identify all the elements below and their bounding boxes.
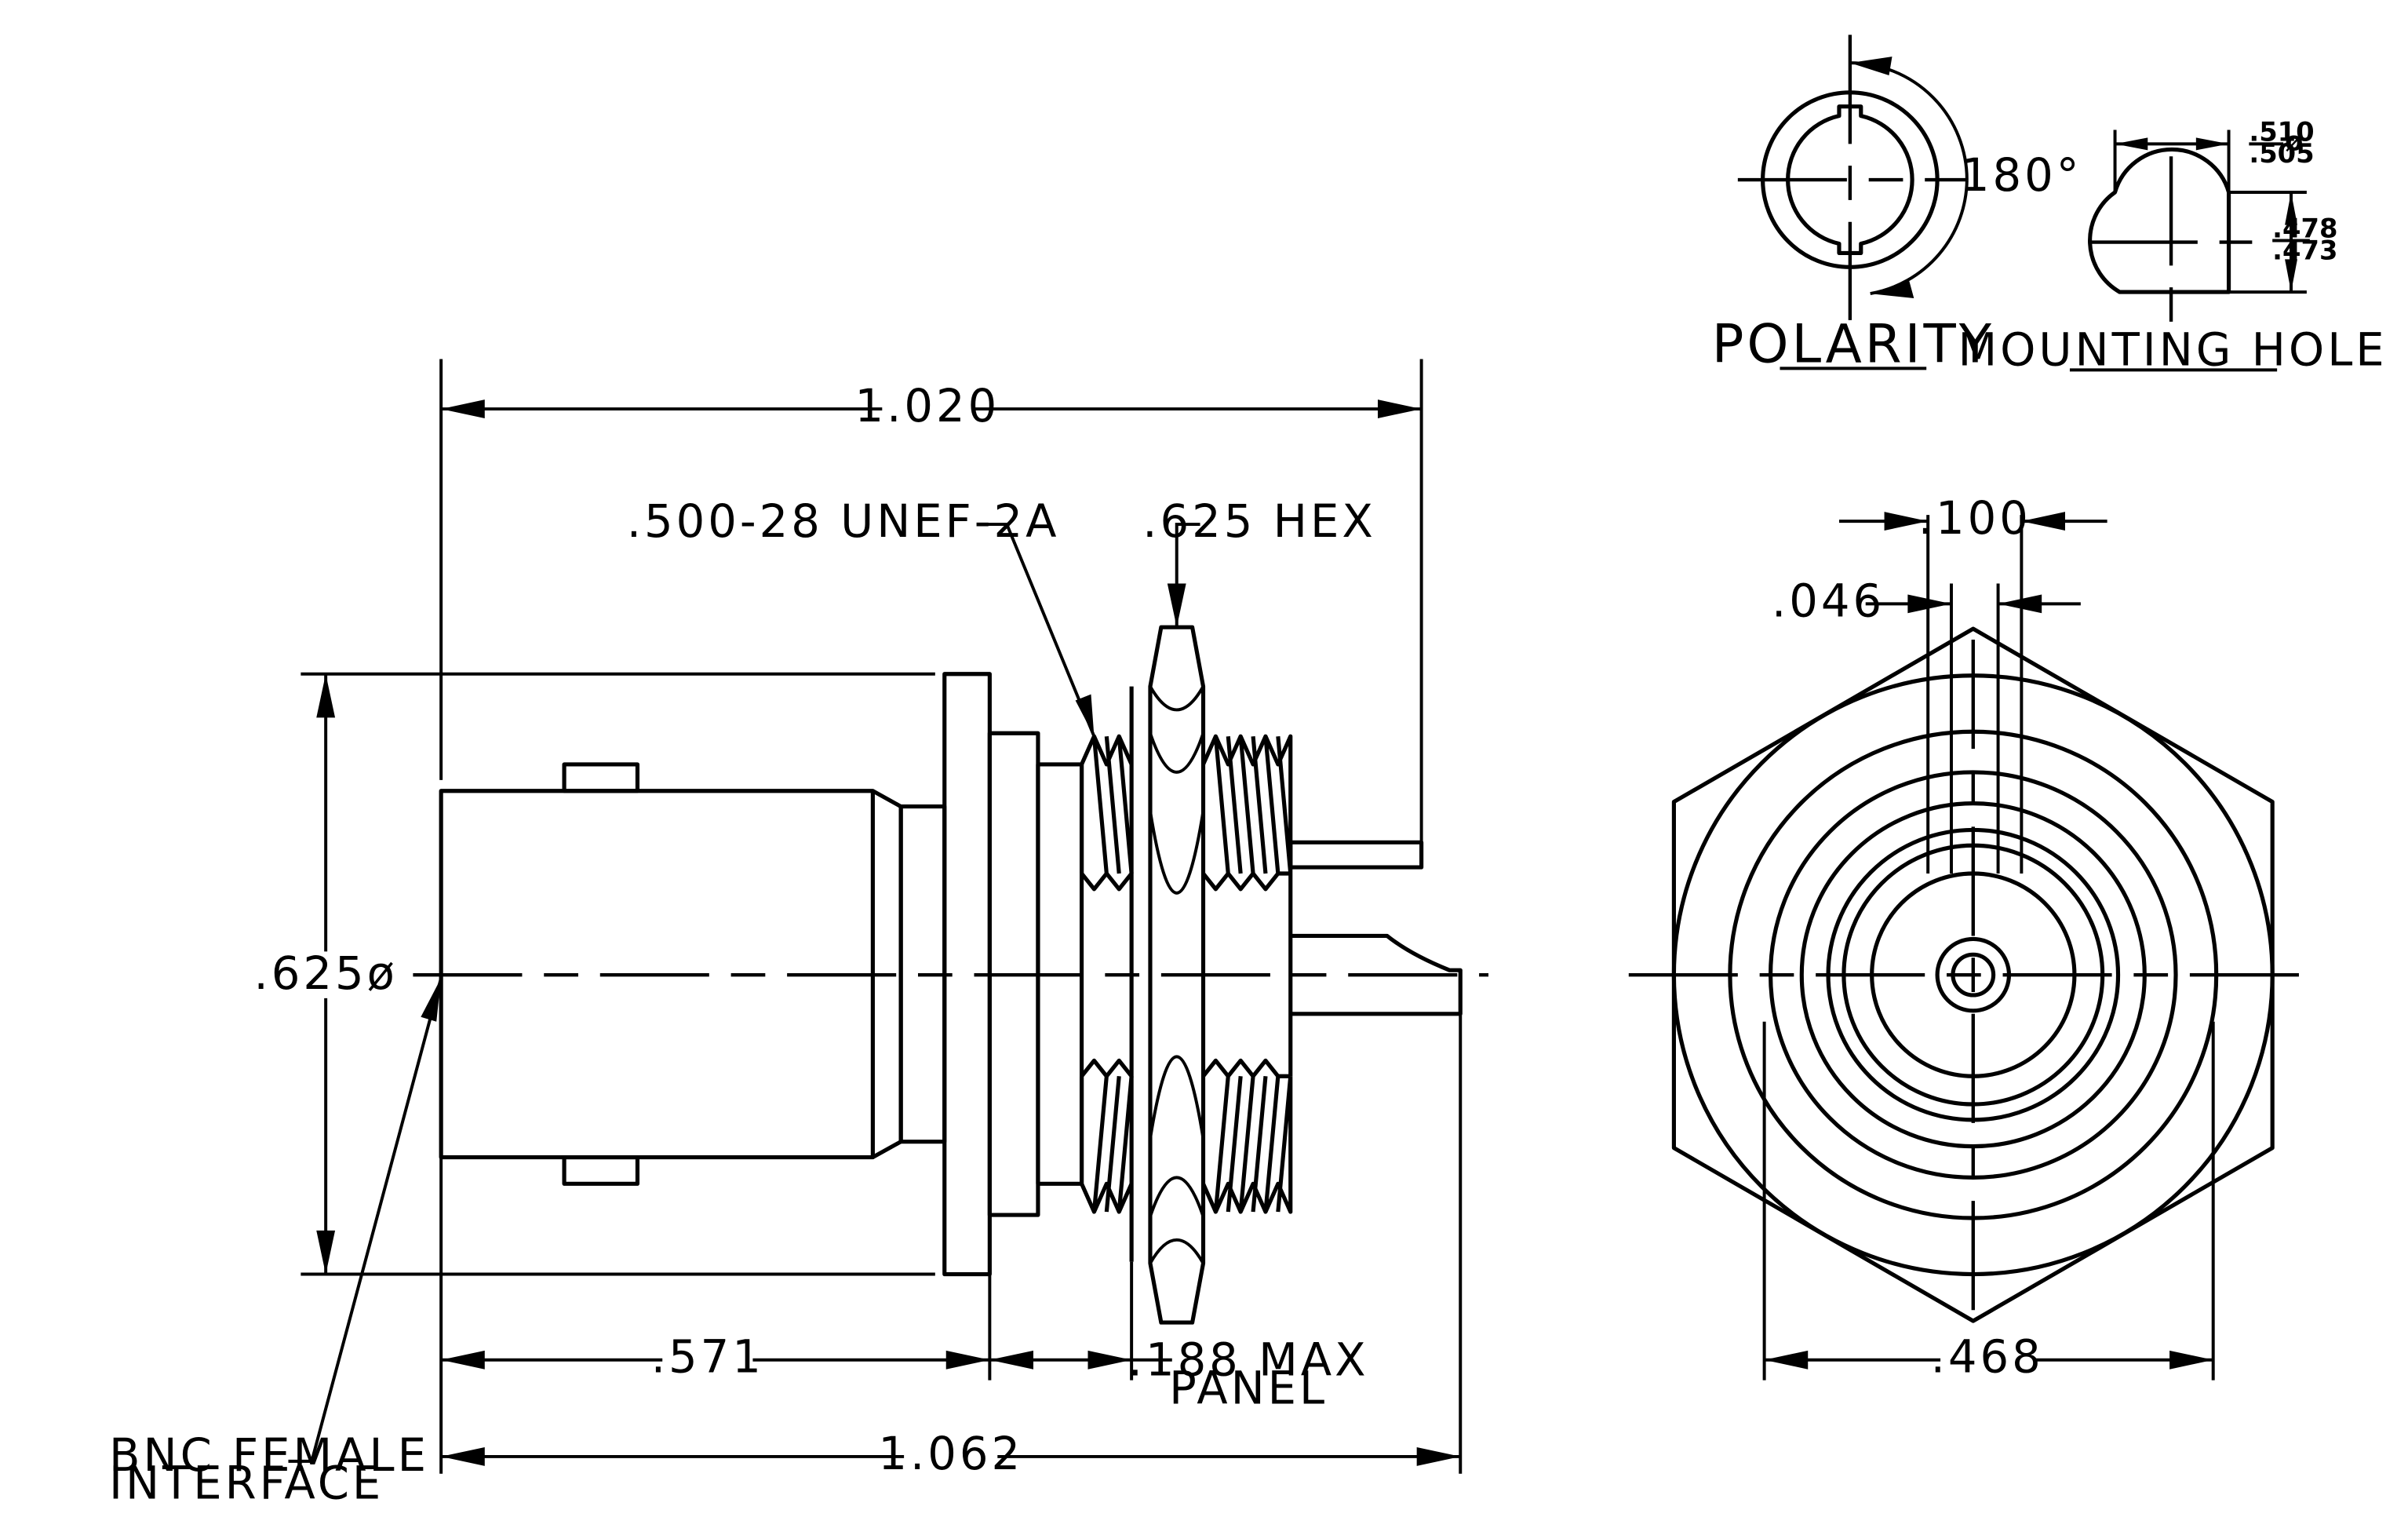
arrow — [2285, 191, 2297, 225]
leader-thread — [982, 523, 1096, 737]
ring-2 — [1728, 729, 2219, 1220]
hole-height-bottom: .473 — [2272, 235, 2337, 265]
polarity-angle: 180° — [1961, 149, 2082, 202]
hex-nut — [1148, 625, 1206, 1325]
arrow — [2169, 1350, 2213, 1370]
dim-flat-width: .468 — [1931, 1331, 2044, 1384]
arrow — [2285, 259, 2297, 293]
center-hole — [1951, 952, 1996, 998]
center-pin — [1290, 933, 1463, 1016]
bayonet-stud-top — [562, 762, 640, 793]
dim-overall-top: 1.020 — [855, 380, 1000, 432]
dim-diameter: .625ø — [253, 947, 397, 1000]
connector-body — [439, 789, 875, 1160]
arrow — [989, 1350, 1033, 1370]
arrow — [2195, 137, 2229, 151]
arrow — [441, 399, 485, 418]
arrow — [1087, 1350, 1132, 1370]
arrow — [1764, 1350, 1809, 1370]
thread-upper-right — [1201, 734, 1293, 892]
dim-slot-outer: .100 — [1918, 492, 2031, 545]
dim-overall-bottom: 1.062 — [878, 1428, 1023, 1480]
hole-width-bottom: .505 — [2249, 138, 2314, 169]
callout-interface-line1: BNC FEMALE — [109, 1429, 429, 1482]
dim-slot-inner: .046 — [1772, 574, 1885, 627]
arrow — [1907, 594, 1951, 614]
arrow — [316, 1230, 336, 1275]
thread-core — [1036, 762, 1084, 1186]
dim-panel-line2: PANEL — [1169, 1362, 1328, 1414]
polarity-keyed-inner — [1786, 104, 1914, 256]
arrow — [421, 978, 442, 1022]
polarity-view: 180° POLARITY — [1712, 35, 2082, 374]
hex-nut-facets — [1149, 685, 1205, 1264]
dim-panel-line1: .188 MAX — [1128, 1334, 1369, 1387]
mounting-hole-view: .510 .505 ø .478 .473 MOUNTING HOLE — [1958, 116, 2387, 376]
dim-body-length: .571 — [651, 1331, 764, 1384]
polarity-outer — [1761, 90, 1940, 269]
callout-thread: .500-28 UNEF-2A — [627, 495, 1060, 548]
thread-lower-left — [1079, 1058, 1134, 1214]
arrow — [441, 1350, 485, 1370]
thread-upper-left — [1079, 734, 1134, 892]
thread-lower-right — [1201, 1058, 1293, 1214]
arrow — [2115, 137, 2148, 151]
arrow — [1075, 694, 1095, 737]
arrow — [441, 1447, 485, 1466]
ring-4 — [1799, 801, 2147, 1149]
hex-outline — [1671, 626, 2275, 1323]
end-view: .100 .046 .468 — [1628, 492, 2319, 1384]
arrow — [1998, 594, 2042, 614]
arrow — [1849, 57, 1893, 75]
center-contact — [1935, 936, 2012, 1013]
callout-interface-line2: INTERFACE — [109, 1457, 384, 1510]
side-view: 1.020 .625ø .571 .188 MAX PANEL 1.062 .5… — [109, 359, 1489, 1510]
arrow — [945, 1350, 990, 1370]
hole-width-symbol: ø — [2285, 126, 2303, 156]
ring-1 — [1671, 673, 2275, 1277]
arrow — [1416, 1447, 1461, 1466]
ring-3 — [1768, 770, 2178, 1180]
hole-height-top: .478 — [2272, 213, 2337, 244]
polarity-title: POLARITY — [1712, 312, 1995, 374]
hole-outline — [2088, 147, 2231, 294]
arrow — [1870, 281, 1914, 299]
ring-5 — [1826, 827, 2121, 1122]
hole-width-top: .510 — [2249, 116, 2314, 147]
arrow — [1167, 583, 1186, 628]
bayonet-stud-bottom — [562, 1154, 640, 1186]
ring-7 — [1870, 871, 2077, 1078]
arrow — [1377, 399, 1422, 418]
arrow — [1884, 512, 1929, 531]
leader-interface — [288, 977, 443, 1463]
arrow — [316, 673, 336, 718]
ring-6 — [1842, 843, 2105, 1107]
solder-cup-top — [1288, 840, 1424, 870]
arrow — [2021, 512, 2065, 531]
mounting-hole-title: MOUNTING HOLE — [1958, 323, 2387, 376]
callout-hex: .625 HEX — [1142, 495, 1375, 548]
